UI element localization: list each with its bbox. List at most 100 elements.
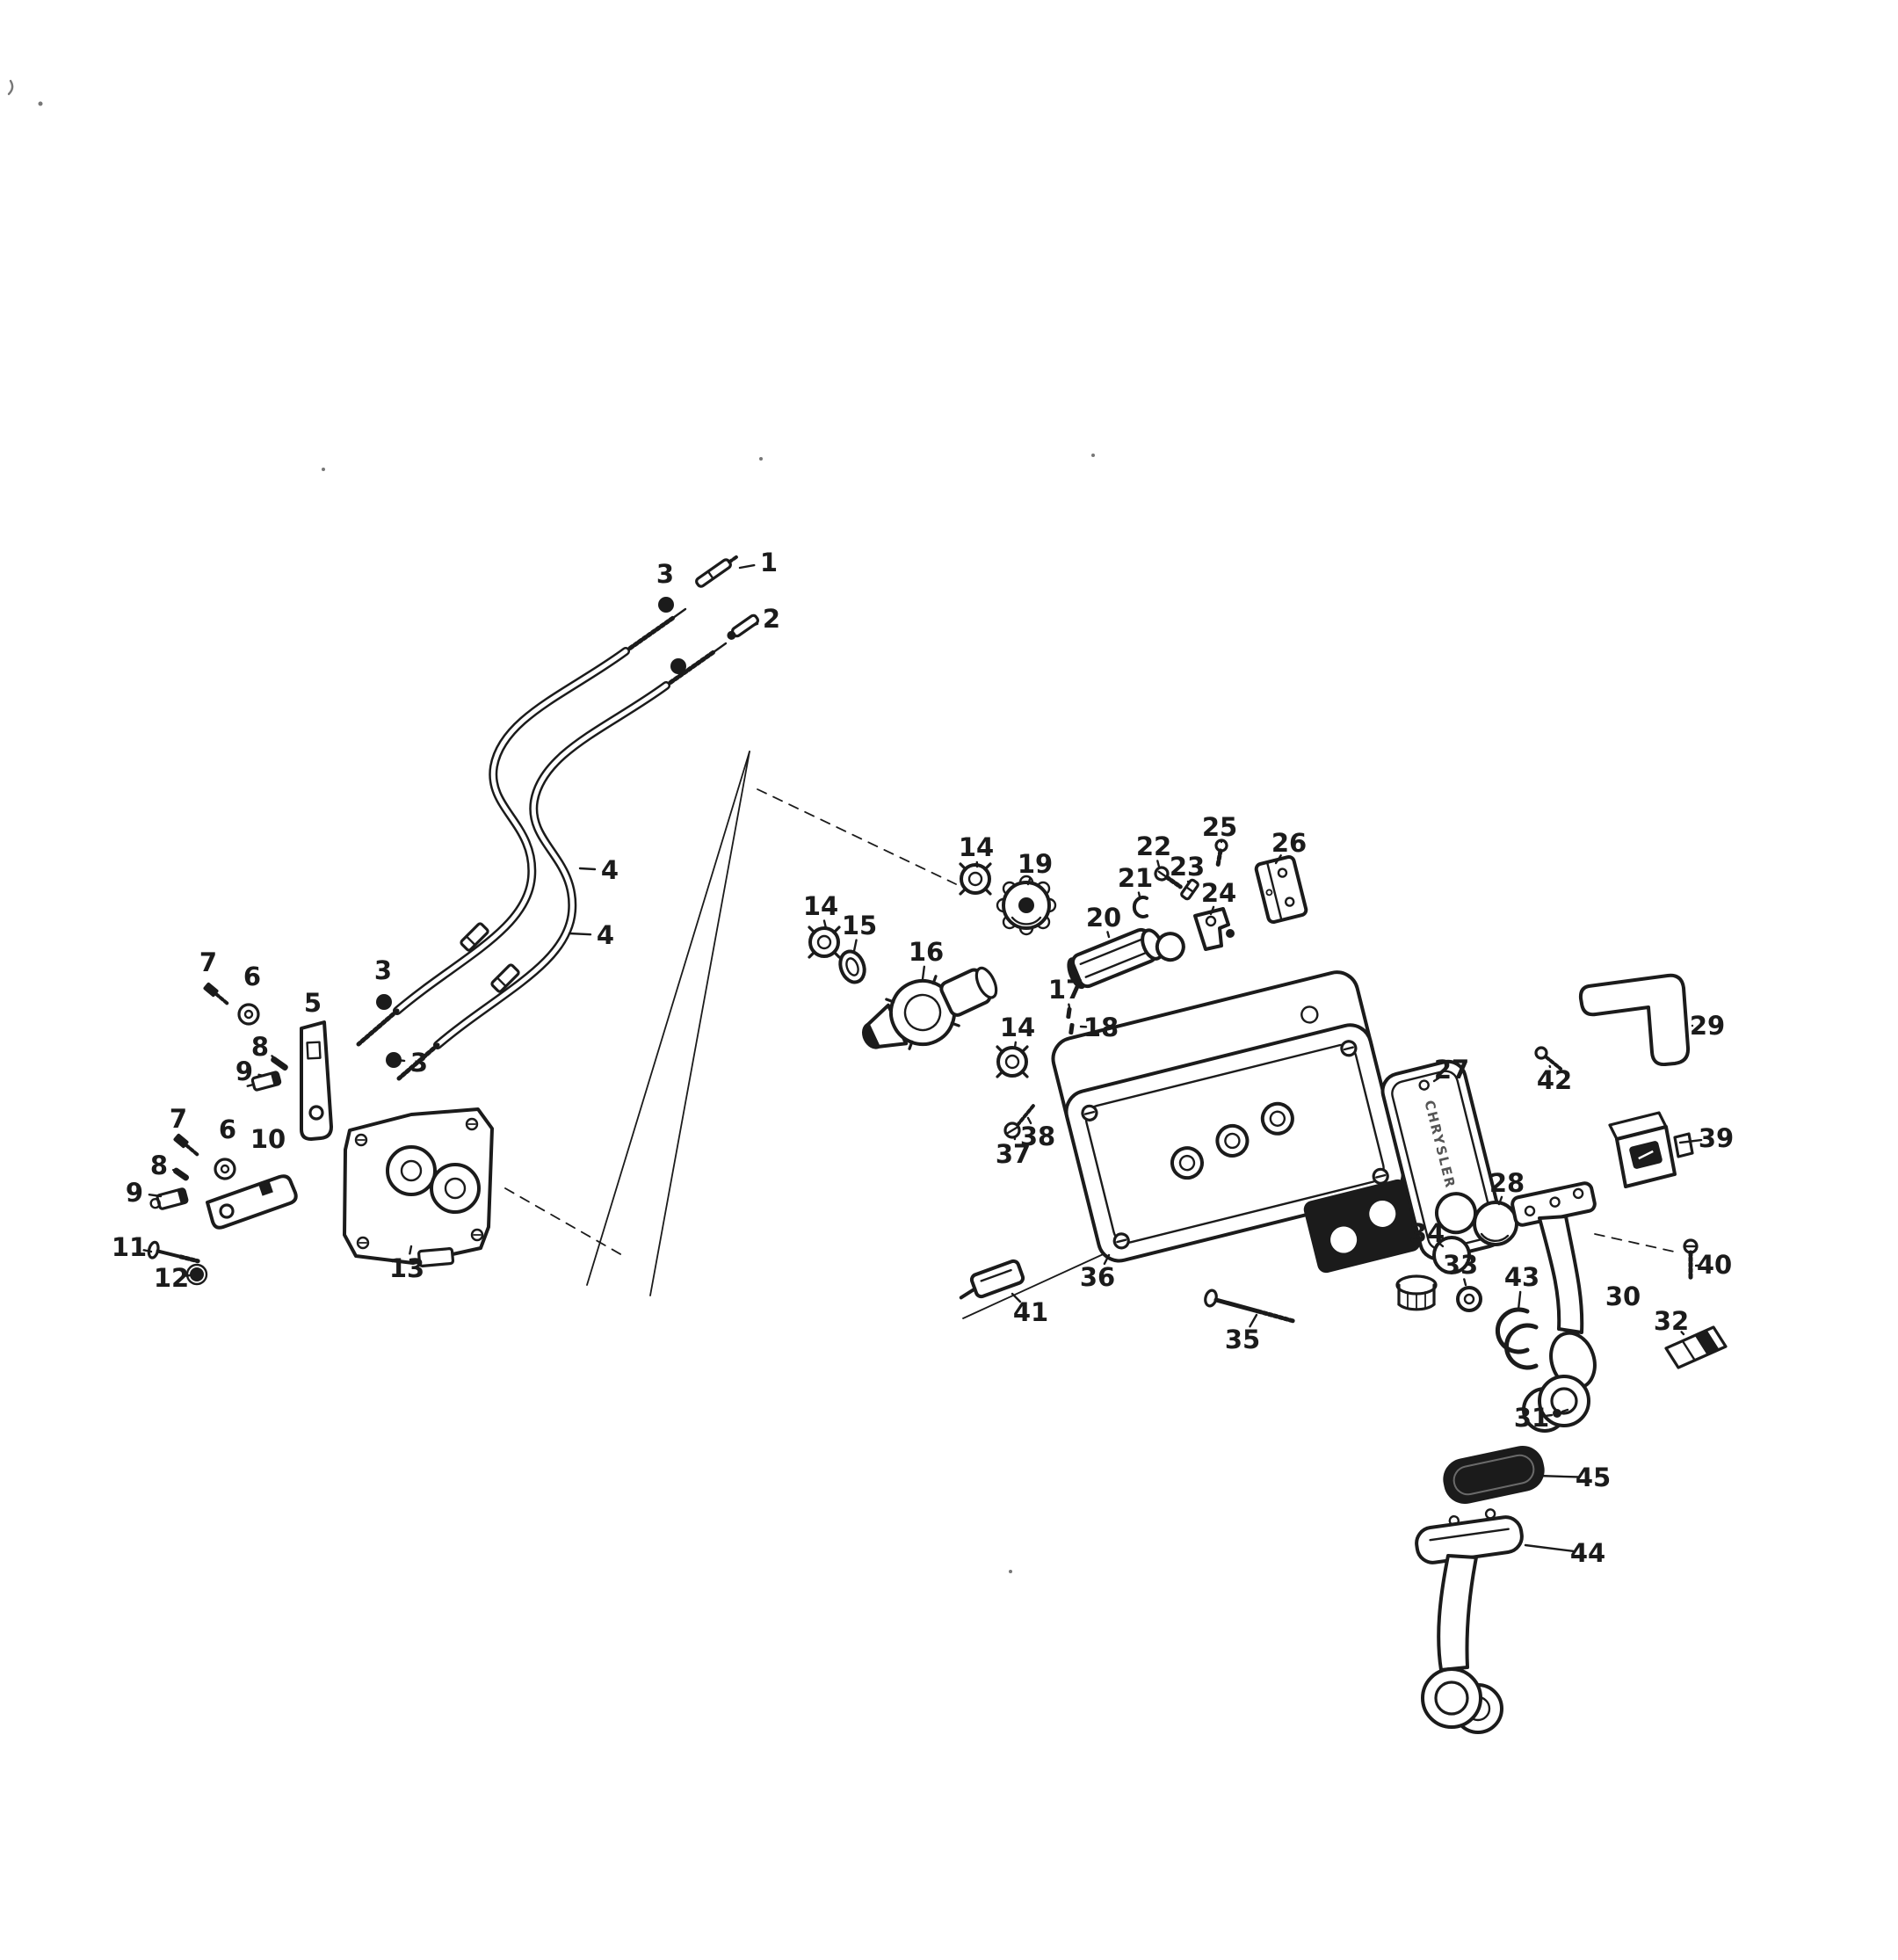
callout-leader-8 — [271, 1055, 281, 1063]
callout-40: 40 — [1697, 1250, 1732, 1280]
part-pin-8 — [271, 1056, 288, 1071]
callout-31: 31 — [1514, 1403, 1549, 1433]
part-screw-7 — [200, 980, 232, 1009]
part-clamp-43 — [1495, 1307, 1539, 1370]
part-nut-3 — [670, 658, 686, 674]
lever-assembly — [1415, 1445, 1545, 1734]
part-switch-39 — [1608, 1111, 1694, 1188]
part-pin-17 — [1066, 1007, 1075, 1035]
part-lever-44 — [1415, 1508, 1524, 1734]
part-nut-14 — [959, 862, 992, 896]
callout-42: 42 — [1537, 1065, 1572, 1095]
part-washer-6 — [237, 1003, 260, 1026]
part-cylinder-20 — [1067, 927, 1185, 990]
callout-18: 18 — [1083, 1013, 1119, 1042]
callout-27: 27 — [1434, 1055, 1469, 1085]
callout-14: 14 — [803, 891, 838, 921]
part-bracket-5 — [300, 1020, 333, 1141]
callout-leader-21 — [1137, 891, 1141, 898]
callout-37: 37 — [996, 1139, 1031, 1169]
callout-leader-45 — [1536, 1474, 1580, 1478]
callout-28: 28 — [1489, 1168, 1525, 1198]
part-pin-2 — [727, 613, 760, 640]
cable-sleeve — [490, 963, 520, 993]
callout-leader-41 — [1011, 1292, 1022, 1303]
callout-leader-4 — [568, 932, 592, 936]
callout-21: 21 — [1118, 863, 1153, 893]
callout-leader-14 — [822, 919, 828, 930]
callout-leader-36 — [1103, 1253, 1111, 1266]
callout-32: 32 — [1654, 1306, 1689, 1336]
callout-leader-13 — [409, 1245, 413, 1255]
part-screw-25 — [1214, 838, 1228, 869]
callout-leader-19 — [1026, 876, 1032, 886]
part-nut-3 — [658, 597, 674, 613]
part-screw-35 — [1204, 1289, 1296, 1324]
part-plate-26 — [1254, 854, 1308, 925]
callout-leader-8 — [171, 1168, 180, 1173]
callout-23: 23 — [1170, 852, 1205, 882]
callout-leader-11 — [142, 1249, 153, 1253]
switch-cluster — [808, 838, 1308, 1139]
part-clip-21 — [1132, 896, 1148, 918]
callout-45: 45 — [1576, 1463, 1611, 1492]
part-pivot-31 — [1553, 1408, 1569, 1418]
callout-25: 25 — [1202, 812, 1237, 842]
cable-sleeve — [460, 922, 489, 952]
callout-44: 44 — [1570, 1538, 1605, 1568]
part-gasket-plate — [1303, 1179, 1421, 1274]
callout-leader-12 — [185, 1274, 192, 1277]
callout-14: 14 — [959, 832, 994, 862]
callout-leader-24 — [1209, 905, 1215, 916]
part-disc-28 — [1473, 1201, 1518, 1246]
callout-leader-15 — [852, 939, 858, 953]
callout-35: 35 — [1225, 1325, 1260, 1354]
callout-9: 9 — [235, 1056, 253, 1086]
callout-13: 13 — [389, 1253, 424, 1283]
part-nut-14 — [808, 926, 841, 959]
part-screw-42 — [1534, 1046, 1562, 1071]
callout-7: 7 — [170, 1104, 187, 1134]
part-fitting-23 — [1180, 878, 1199, 901]
part-nut-3 — [376, 994, 392, 1010]
part-screw-7 — [170, 1131, 202, 1160]
callout-8: 8 — [251, 1032, 269, 1062]
callout-24: 24 — [1201, 878, 1236, 908]
callout-leader-9 — [148, 1194, 163, 1198]
callout-22: 22 — [1136, 831, 1171, 861]
callout-leader-1 — [738, 563, 756, 570]
callout-leader-16 — [921, 965, 926, 981]
callout-43: 43 — [1504, 1262, 1539, 1292]
callout-14: 14 — [1000, 1013, 1035, 1042]
callout-5: 5 — [304, 988, 322, 1018]
callout-3: 3 — [656, 559, 674, 589]
part-grip-45 — [1443, 1445, 1545, 1505]
callout-leader-44 — [1524, 1543, 1575, 1553]
callout-2: 2 — [763, 604, 780, 634]
handle-assembly — [1510, 973, 1728, 1433]
callout-10: 10 — [250, 1124, 286, 1154]
part-ring-33 — [1456, 1286, 1482, 1312]
part-handle-30 — [1510, 1181, 1597, 1433]
callout-41: 41 — [1013, 1297, 1048, 1327]
callout-33: 33 — [1443, 1250, 1478, 1280]
callout-12: 12 — [154, 1263, 189, 1293]
callout-leader-27 — [1432, 1077, 1440, 1083]
throttle-cables — [356, 607, 728, 1081]
part-cover-29 — [1578, 973, 1691, 1067]
callout-6: 6 — [243, 962, 261, 991]
callout-19: 19 — [1018, 849, 1053, 879]
callout-34: 34 — [1409, 1218, 1445, 1248]
callout-leader-2 — [750, 622, 759, 628]
callout-leader-3 — [395, 1058, 406, 1063]
callout-11: 11 — [112, 1232, 147, 1262]
part-ferrule-9 — [149, 1187, 189, 1210]
part-screw-11 — [147, 1240, 200, 1264]
callout-4: 4 — [597, 920, 614, 950]
callout-leader-4 — [578, 867, 597, 871]
part-pin-8 — [172, 1167, 190, 1181]
part-nut-3 — [386, 1052, 402, 1068]
callout-leader-32 — [1680, 1331, 1685, 1336]
